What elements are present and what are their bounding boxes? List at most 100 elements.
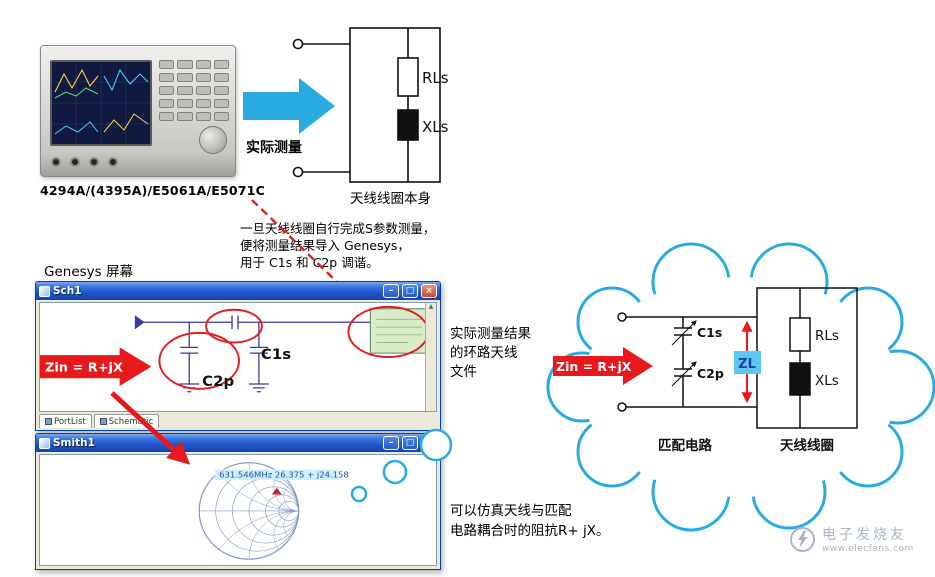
cloud-xls-label: XLs: [815, 373, 839, 389]
analyzer-key: [195, 99, 211, 108]
minimize-icon[interactable]: –: [383, 436, 399, 450]
terminal-icon: [292, 166, 304, 178]
analyzer-key: [195, 60, 211, 69]
tab-schematic-label: Schematic: [108, 416, 154, 427]
cloud-rls-label: RLs: [815, 328, 839, 344]
loop-antenna-note-line1: 实际测量结果: [450, 326, 531, 342]
analyzer-traces: [52, 62, 150, 144]
schematic-window-titlebar[interactable]: Sch1 – □ ×: [36, 282, 440, 300]
analyzer-key: [213, 86, 229, 95]
analyzer-key: [213, 99, 229, 108]
rls-label: RLs: [422, 69, 449, 87]
variable-cap-arrow-icon: [671, 361, 697, 387]
loop-antenna-note-line3: 文件: [450, 364, 477, 380]
analyzer-key: [195, 112, 211, 121]
analyzer-knob: [199, 126, 227, 154]
network-analyzer: [40, 45, 236, 177]
import-note-line3: 用于 C1s 和 C2p 调谐。: [240, 255, 379, 270]
thought-cloud: Zin = R+jX ZL C1s C2p RLs XLs: [546, 242, 935, 532]
resistor-rls-icon: [397, 57, 419, 97]
analyzer-key: [195, 73, 211, 82]
terminal-icon: [617, 312, 627, 322]
analyzer-key: [159, 60, 175, 69]
analyzer-keypad: [159, 60, 229, 122]
antenna-coil-model-icon: [756, 287, 858, 429]
port-icon: [134, 315, 145, 330]
terminal-icon: [292, 38, 304, 50]
bnc-connector: [70, 157, 80, 167]
watermark: 电子发烧友 www.elecfans.com: [789, 524, 914, 554]
portlist-icon: [45, 418, 52, 425]
antenna-coil-caption: 天线线圈: [780, 437, 834, 454]
analyzer-key: [177, 86, 193, 95]
schematic-icon: [99, 418, 107, 425]
zl-box-icon: [734, 351, 761, 374]
tab-portlist[interactable]: PortList: [39, 414, 92, 428]
analyzer-connectors: [51, 155, 191, 169]
window-icon: [39, 285, 50, 297]
smith-chart: 631.546MHz 26.375 + j24.158: [198, 462, 349, 560]
instrument-caption: 4294A/(4395A)/E5061A/E5071C: [40, 183, 265, 198]
sparam-block-icon: [369, 308, 429, 354]
schematic-canvas[interactable]: Zin = R+jX C1s C2p ▲: [39, 302, 437, 412]
scrollbar[interactable]: ▲: [425, 303, 436, 411]
zl-label: ZL: [738, 357, 756, 372]
variable-cap-arrow-icon: [671, 320, 697, 346]
matching-caption: 匹配电路: [658, 437, 712, 454]
to-smith-arrow-icon: [110, 391, 191, 465]
resistor-rls-icon: [789, 317, 811, 352]
analyzer-key: [177, 60, 193, 69]
scroll-up-icon[interactable]: ▲: [428, 303, 434, 310]
genesys-screen-label: Genesys 屏幕: [44, 264, 133, 280]
schematic-window-title: Sch1: [53, 285, 82, 297]
smith-canvas[interactable]: 631.546MHz 26.375 + j24.158: [39, 454, 437, 566]
maximize-icon[interactable]: □: [402, 436, 418, 450]
c1s-label: C1s: [261, 346, 291, 363]
measure-arrow-label: 实际测量: [246, 140, 302, 156]
measure-arrow-icon: [243, 78, 335, 134]
watermark-brand: 电子发烧友: [822, 527, 907, 543]
zin-label: Zin = R+jX: [45, 361, 123, 376]
schematic-tabbar: PortList Schematic: [39, 413, 437, 428]
analyzer-key: [159, 112, 175, 121]
minimize-icon[interactable]: –: [383, 284, 399, 298]
analyzer-key: [159, 99, 175, 108]
analyzer-key: [213, 73, 229, 82]
smith-window-title: Smith1: [53, 437, 95, 449]
analyzer-key: [177, 112, 193, 121]
simulation-note: 可以仿真天线与匹配 电路耦合时的阻抗R+ jX。: [450, 502, 609, 541]
antenna-coil-circuit: RLs XLs: [292, 27, 449, 183]
analyzer-key: [195, 86, 211, 95]
bnc-connector: [108, 157, 118, 167]
bnc-connector: [89, 157, 99, 167]
import-note: 一旦天线线圈自行完成S参数测量， 便将测量结果导入 Genesys， 用于 C1…: [240, 220, 435, 271]
analyzer-key: [177, 73, 193, 82]
tab-portlist-label: PortList: [54, 416, 86, 427]
analyzer-key: [177, 99, 193, 108]
cloud-zin-label: Zin = R+jX: [556, 359, 632, 374]
import-note-line1: 一旦天线线圈自行完成S参数测量，: [240, 221, 436, 236]
smith-chart-window: Smith1 – □ ×: [35, 433, 441, 570]
loop-antenna-note-line2: 的环路天线: [450, 345, 518, 361]
maximize-icon[interactable]: □: [402, 284, 418, 298]
analyzer-key: [213, 60, 229, 69]
simulation-note-line2: 电路耦合时的阻抗R+ jX。: [450, 522, 610, 539]
close-icon[interactable]: ×: [421, 284, 437, 298]
elecfans-logo-icon: [790, 526, 815, 552]
watermark-url: www.elecfans.com: [822, 544, 914, 554]
zin-arrow-icon: [40, 347, 152, 386]
cloud-c1s-label: C1s: [697, 325, 722, 340]
bnc-connector: [51, 157, 61, 167]
genesys-schematic-window: Sch1 – □ ×: [35, 281, 441, 431]
analyzer-key: [159, 73, 175, 82]
xls-label: XLs: [422, 118, 449, 136]
schematic-drawing: Zin = R+jX C1s C2p: [40, 305, 430, 393]
import-note-line2: 便将测量结果导入 Genesys，: [240, 238, 410, 253]
loop-antenna-note: 实际测量结果 的环路天线 文件: [450, 325, 531, 382]
reactance-xls-icon: [397, 109, 419, 141]
marker-icon: [271, 487, 282, 495]
cloud-zin-arrow-icon: [553, 347, 653, 385]
antenna-coil-caption: 天线线圈本身: [350, 191, 431, 207]
simulation-note-line1: 可以仿真天线与匹配: [450, 503, 572, 519]
